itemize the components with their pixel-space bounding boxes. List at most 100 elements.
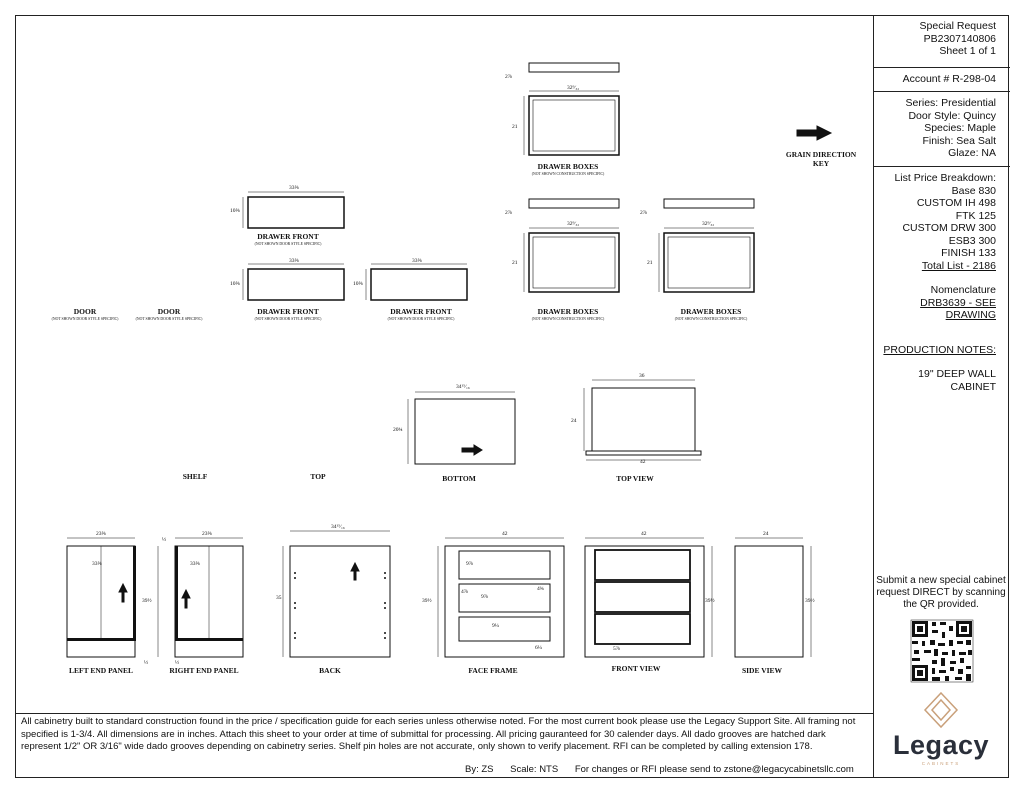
dim-sv-height: 39½: [805, 598, 815, 604]
drawer-boxes-label-1: DRAWER BOXES: [537, 162, 599, 171]
front-view-label: FRONT VIEW: [611, 664, 661, 673]
dim-ff-width: 42: [502, 531, 508, 537]
dim-ep-dado: 33⅝: [92, 561, 102, 567]
price-line: ESB3 300: [948, 234, 996, 247]
drawer-front-3: [370, 268, 468, 301]
dim-db-height: 21: [512, 124, 518, 130]
request-box: Special Request PB2307140806 Sheet 1 of …: [874, 15, 1010, 68]
dim-ep-width-r: 23⅝: [202, 531, 212, 537]
price-line: CUSTOM IH 498: [916, 197, 996, 209]
footer: By: ZS Scale: NTS For changes or RFI ple…: [465, 764, 868, 775]
dim-db-width: 32⁹⁄₃₂: [567, 85, 580, 91]
dim-db-depth-3: 2⅞: [640, 210, 647, 216]
general-notes: All cabinetry built to standard construc…: [15, 713, 873, 778]
dim-tv-depth: 24: [571, 418, 577, 424]
price-total: Total List - 2186: [921, 259, 996, 272]
dim-bottom-height: 20¾: [393, 427, 403, 433]
price-line: CUSTOM DRW 300: [902, 222, 996, 234]
grain-direction-arrow: [796, 125, 833, 141]
spec-box: Series: Presidential Door Style: Quincy …: [874, 92, 1010, 167]
contact-email[interactable]: For changes or RFI please send to zstone…: [574, 764, 854, 775]
dim-db-height-3: 21: [647, 260, 653, 266]
dim-db-width-3: 32⁹⁄₃₂: [702, 221, 715, 227]
dim-bottom-width: 34¹⁵⁄₁₆: [456, 384, 470, 390]
price-title: List Price Breakdown:: [894, 172, 996, 184]
dim-db-depth-2: 2⅞: [505, 210, 512, 216]
top-view-box: [591, 387, 696, 452]
back-panel: [289, 545, 391, 658]
request-title: Special Request: [919, 20, 996, 32]
right-end-panel-label: RIGHT END PANEL: [169, 666, 239, 675]
dim-ep-dado-r: 33⅝: [190, 561, 200, 567]
finish: Finish: Sea Salt: [922, 134, 996, 147]
drawer-front-label-1: DRAWER FRONT: [257, 232, 319, 241]
key-label: KEY: [812, 159, 830, 168]
grain-direction-label: GRAIN DIRECTION: [785, 150, 857, 159]
drawer-boxes-sub-2: (NOT SHOWN CONSTRUCTION SPECIFIC): [531, 317, 605, 321]
drawer-front-label-2: DRAWER FRONT: [257, 307, 319, 316]
dim-ff-height: 39½: [422, 598, 432, 604]
dim-df-height: 10⅝: [230, 208, 240, 214]
price-line: FINISH 133: [941, 247, 996, 259]
title-block: Special Request PB2307140806 Sheet 1 of …: [873, 15, 1010, 778]
dim-db-width-2: 32⁹⁄₃₂: [567, 221, 580, 227]
drawer-box-3: [663, 232, 755, 293]
side-view-label: SIDE VIEW: [741, 666, 783, 675]
production-title: PRODUCTION NOTES:: [883, 343, 996, 356]
dim-ff-s2: 4¾: [537, 586, 544, 592]
dim-df-height-3: 10⅝: [353, 281, 363, 287]
drawer-front-sub-2: (NOT SHOWN DOOR STYLE SPECIFIC): [254, 317, 322, 321]
drawer-box-top-strip: [528, 62, 620, 73]
dim-back-height: 35: [276, 595, 282, 601]
drawer-front-label-3: DRAWER FRONT: [390, 307, 452, 316]
dim-ff-s1: 4⅞: [461, 589, 468, 595]
dim-db-height-2: 21: [512, 260, 518, 266]
glaze: Glaze: NA: [948, 147, 996, 159]
drawer-box-3-strip: [663, 198, 755, 209]
dim-df-width-3: 33⅝: [412, 258, 422, 264]
dim-db-depth: 2⅞: [505, 74, 512, 80]
drawer-box-2: [528, 232, 620, 293]
account-box: Account # R-298-04: [874, 68, 1010, 92]
account-number: Account # R-298-04: [902, 73, 996, 85]
dim-ep-half-r2: ½: [175, 660, 180, 666]
drawer-boxes-label-2: DRAWER BOXES: [537, 307, 599, 316]
shelf-label: SHELF: [182, 472, 208, 481]
price-line: FTK 125: [955, 209, 996, 222]
dim-back-width: 34¹⁵⁄₁₆: [331, 524, 345, 530]
nomenclature-1: DRB3639 - SEE: [920, 296, 996, 309]
back-label: BACK: [319, 666, 341, 675]
dim-fv-height: 39½: [705, 598, 715, 604]
door-sub-2: (NOT SHOWN DOOR STYLE SPECIFIC): [135, 317, 203, 321]
dim-ff-d3: 9¼: [492, 623, 499, 629]
drawer-box-2-strip: [528, 198, 620, 209]
dim-tv-width2: 42: [640, 459, 646, 465]
dim-ff-d2: 9⅞: [481, 594, 488, 600]
door-label-2: DOOR: [157, 307, 181, 316]
series: Series: Presidential: [905, 97, 996, 109]
door-style: Door Style: Quincy: [908, 109, 996, 122]
qr-instructions: Submit a new special cabinet request DIR…: [876, 575, 1006, 610]
request-id: PB2307140806: [923, 32, 996, 45]
dim-ep-width: 23⅝: [96, 531, 106, 537]
legacy-logo: Legacy: [892, 730, 990, 760]
left-end-panel-label: LEFT END PANEL: [69, 666, 133, 675]
front-view: [584, 545, 705, 658]
nomenclature-label: Nomenclature: [930, 284, 996, 296]
dim-tv-width: 36: [639, 373, 645, 379]
dim-ep-height: 39½: [142, 598, 152, 604]
dim-ff-s3: 6¼: [535, 645, 542, 651]
dim-ep-half-r: ½: [162, 537, 167, 543]
dim-df-height-2: 10⅝: [230, 281, 240, 287]
drawer-front-1: [247, 196, 345, 229]
production-line2: CABINET: [950, 380, 996, 393]
top-view-label: TOP VIEW: [616, 474, 654, 483]
dim-fv-gap: 5⅞: [613, 646, 620, 652]
price-line: Base 830: [951, 184, 996, 197]
door-label-1: DOOR: [73, 307, 97, 316]
side-view: [734, 545, 804, 658]
dim-df-width-2: 33⅝: [289, 258, 299, 264]
dim-fv-width: 42: [641, 531, 647, 537]
dim-sv-width: 24: [763, 531, 769, 537]
